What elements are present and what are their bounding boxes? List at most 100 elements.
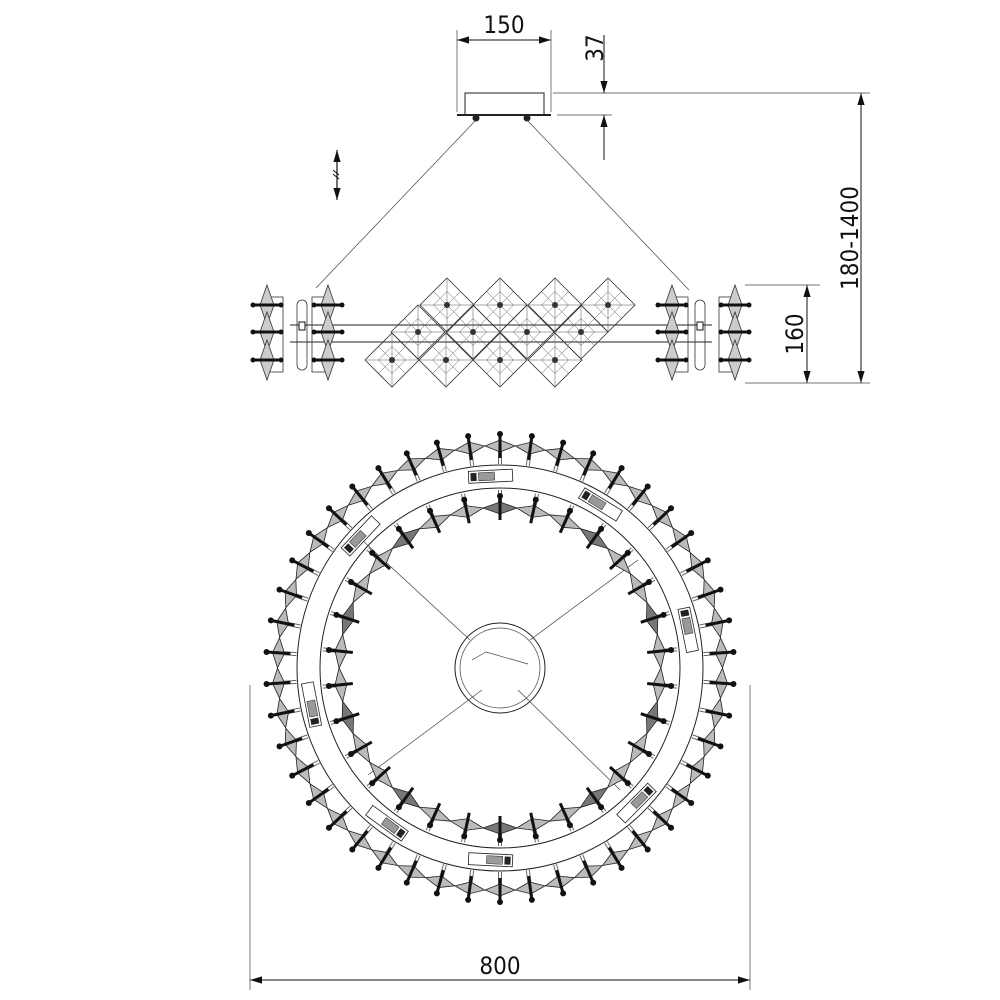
plan-crystal — [305, 782, 335, 810]
crystal-panel — [445, 304, 501, 360]
adjustable-height-symbol — [332, 150, 341, 200]
plan-crystal — [544, 439, 576, 473]
dimension-label-800: 800 — [479, 952, 520, 980]
plan-crystal — [703, 667, 737, 700]
plan-crystal — [263, 667, 297, 700]
plan-crystal — [453, 869, 486, 903]
pendant-crystal — [655, 338, 689, 382]
canopy — [457, 92, 551, 122]
led-module — [300, 681, 323, 728]
plan-view: 800 — [249, 431, 751, 990]
plan-crystal — [680, 755, 711, 785]
plan-crystal — [267, 607, 301, 639]
plan-crystal — [347, 824, 373, 853]
plan-crystal — [647, 805, 675, 832]
pendant-crystal — [718, 310, 752, 354]
plan-crystal — [601, 841, 630, 871]
plan-crystal — [263, 636, 297, 669]
crystal-panel — [472, 332, 528, 388]
plan-crystal — [640, 700, 670, 735]
plan-crystal — [325, 805, 353, 832]
led-modules — [300, 468, 699, 868]
plan-crystal — [627, 732, 656, 764]
plan-crystal — [514, 869, 547, 903]
plan-crystal — [370, 841, 399, 871]
plan-crystal — [627, 572, 656, 604]
plan-crystal — [665, 782, 695, 810]
dimension-label-37: 37 — [581, 34, 609, 61]
plan-crystal — [515, 812, 552, 843]
plan-crystal — [548, 802, 582, 832]
plan-crystal — [703, 636, 737, 669]
inner-crystal-ring — [322, 490, 678, 846]
plan-crystal — [330, 601, 360, 636]
plan-crystal — [366, 547, 394, 575]
plan-crystal — [601, 465, 630, 495]
led-module — [616, 782, 657, 824]
led-module — [677, 606, 699, 654]
plan-crystal — [691, 578, 724, 609]
dimension-label-160: 160 — [781, 313, 809, 354]
plan-crystal — [627, 824, 653, 853]
dimension-diameter: 800 — [249, 685, 751, 990]
plan-crystal — [573, 450, 604, 482]
plan-crystal — [481, 816, 519, 846]
plan-crystal — [424, 439, 456, 473]
plan-crystal — [665, 526, 695, 554]
plan-crystal — [699, 607, 733, 639]
spoke-cables — [361, 539, 639, 791]
pendant-crystal — [718, 338, 752, 382]
suspension-cables — [315, 119, 690, 291]
crystal-panel — [527, 332, 583, 388]
crystal-panel — [580, 277, 636, 333]
plan-crystal — [453, 433, 486, 467]
plan-crystal — [322, 633, 353, 670]
plan-crystal — [325, 504, 353, 531]
plan-crystal — [579, 522, 609, 550]
plan-crystal — [391, 786, 421, 814]
plan-crystal — [418, 504, 452, 534]
led-module — [578, 487, 623, 522]
plan-crystal — [370, 465, 399, 495]
crystal-panel — [418, 332, 474, 388]
side-crystal-panels — [364, 277, 636, 388]
outer-ring — [296, 464, 704, 872]
dimension-body-height: 160 — [745, 284, 820, 383]
outer-crystal-ring — [263, 431, 737, 905]
connector-bracket — [296, 299, 308, 371]
plan-crystal — [344, 572, 373, 604]
plan-crystal — [483, 872, 517, 905]
plan-crystal — [424, 863, 456, 897]
plan-crystal — [647, 504, 675, 531]
plan-crystal — [627, 483, 653, 512]
pendant-crystal — [655, 310, 689, 354]
plan-crystal — [515, 493, 552, 524]
dimension-canopy-width: 150 — [456, 11, 552, 112]
crystal-panel — [364, 332, 420, 388]
plan-crystal — [483, 431, 517, 464]
side-pendant-crystals — [250, 283, 752, 382]
plan-crystal — [347, 483, 373, 512]
dimension-label-180-1400: 180-1400 — [836, 186, 864, 290]
pendant-crystal — [311, 338, 345, 382]
pendant-crystal — [250, 338, 284, 382]
connector-bracket — [694, 299, 706, 371]
plan-crystal — [640, 601, 670, 636]
plan-crystal — [289, 551, 320, 581]
plan-crystal — [680, 551, 711, 581]
plan-crystal — [267, 697, 301, 729]
crystal-panel — [472, 277, 528, 333]
plan-crystal — [391, 522, 421, 550]
plan-crystal — [514, 433, 547, 467]
plan-crystal — [647, 633, 678, 670]
plan-crystal — [481, 490, 519, 520]
dimension-canopy-height: 37 — [553, 34, 870, 160]
plan-crystal — [448, 812, 485, 843]
plan-crystal — [289, 755, 320, 785]
plan-crystal — [448, 493, 485, 524]
plan-crystal — [276, 727, 309, 758]
plan-crystal — [699, 697, 733, 729]
plan-crystal — [396, 854, 427, 886]
plan-crystal — [330, 700, 360, 735]
